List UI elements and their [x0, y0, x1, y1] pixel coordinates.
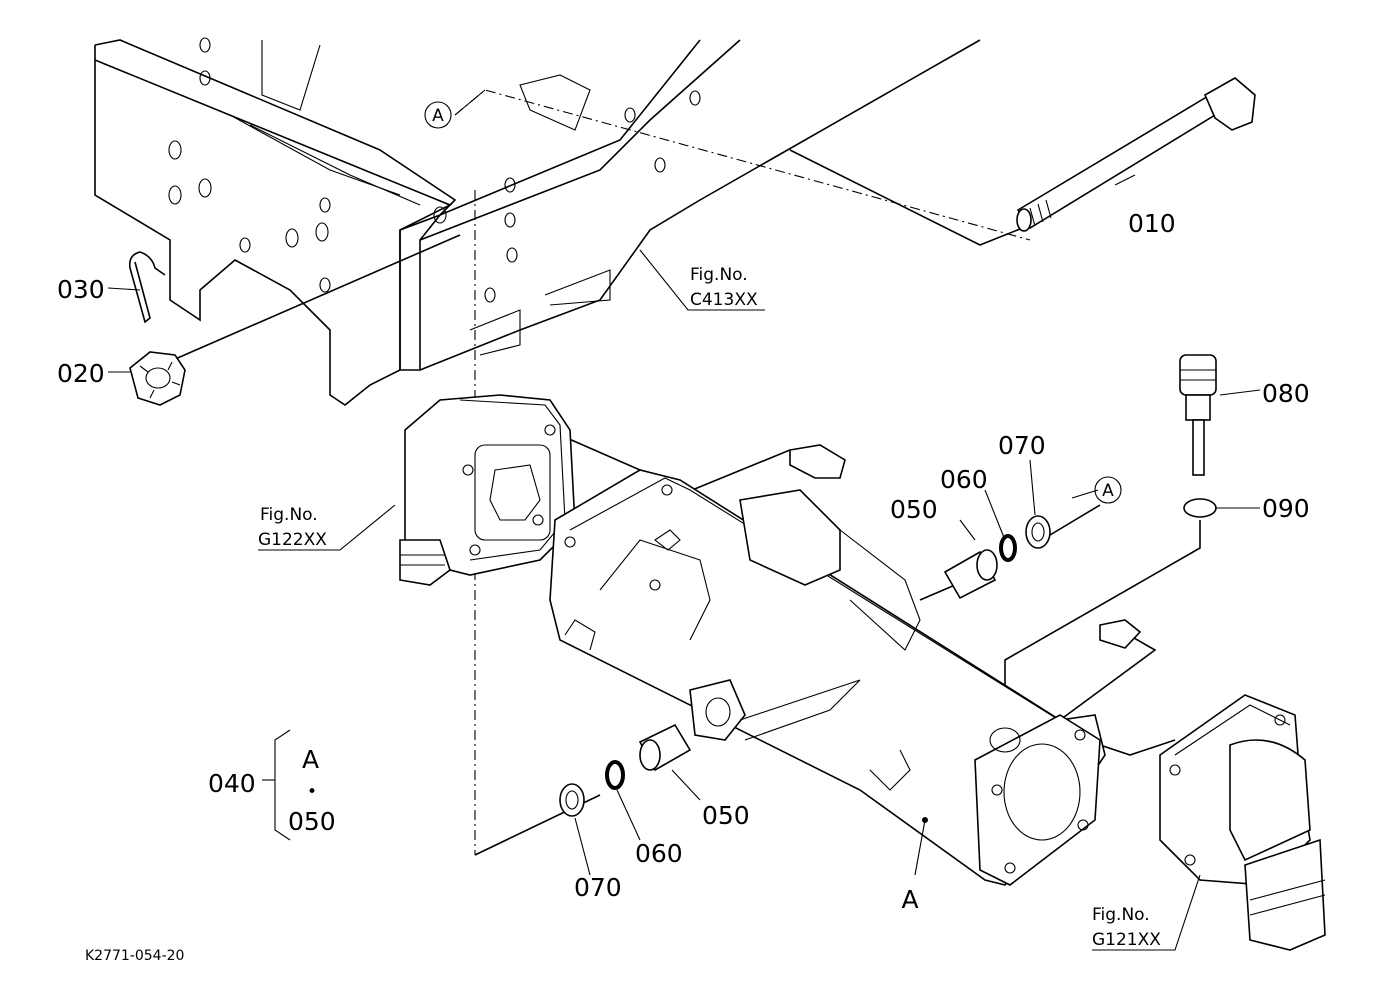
svg-text:A: A [901, 885, 918, 914]
marker-a-right: A [1094, 476, 1122, 504]
marker-a-bottom: A [901, 817, 928, 914]
washer-070-lower [559, 783, 585, 817]
fig-g121-code: G121XX [1092, 930, 1161, 950]
svg-text:A: A [432, 106, 444, 126]
marker-a-top: A [424, 101, 452, 129]
label-090: 090 [1262, 494, 1310, 523]
part-leaders [107, 89, 1261, 951]
label-040: 040 [208, 769, 256, 798]
frame-assembly [94, 37, 981, 406]
fig-g121-title: Fig.No. [1092, 905, 1150, 925]
legend-a: A [302, 745, 319, 774]
o-ring-090 [1183, 498, 1217, 518]
fig-c413-code: C413XX [690, 290, 758, 310]
fig-g122-title: Fig.No. [260, 505, 318, 525]
label-030: 030 [57, 275, 105, 304]
housing-g122 [399, 394, 576, 586]
legend-dot: • [307, 782, 317, 802]
bolt-010 [1016, 77, 1256, 232]
drawing-code: K2771-054-20 [85, 948, 184, 964]
label-050-upper: 050 [890, 495, 938, 524]
label-020: 020 [57, 359, 105, 388]
o-ring-060-lower [605, 760, 625, 790]
fig-g122-code: G122XX [258, 530, 327, 550]
svg-text:A: A [1102, 481, 1114, 501]
label-060-upper: 060 [940, 465, 988, 494]
axle-bracket [549, 469, 1106, 886]
fig-c413-title: Fig.No. [690, 265, 748, 285]
cotter-pin-030 [128, 251, 166, 324]
legend-bracket [262, 729, 291, 841]
grease-fittings [789, 444, 1142, 649]
label-080: 080 [1262, 379, 1310, 408]
label-050-lower: 050 [702, 801, 750, 830]
plug-080 [1179, 354, 1217, 476]
housing-g121 [1159, 694, 1326, 951]
label-010: 010 [1128, 209, 1176, 238]
bushing-050-lower [638, 723, 692, 772]
bushing-050-upper [943, 549, 998, 600]
o-ring-060-upper [999, 534, 1017, 562]
label-070-upper: 070 [998, 431, 1046, 460]
washer-070-upper [1025, 515, 1051, 549]
label-050-legend: 050 [288, 807, 336, 836]
label-060-lower: 060 [635, 839, 683, 868]
label-070-lower: 070 [574, 873, 622, 902]
castle-nut-020 [129, 351, 186, 406]
